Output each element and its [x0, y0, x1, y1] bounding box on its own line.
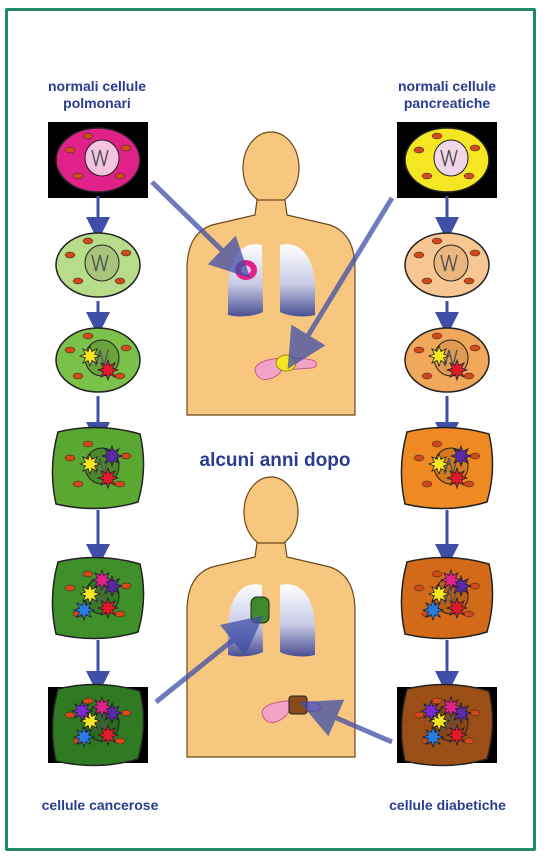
lung-cell-mutation-star: [92, 570, 112, 590]
lung-cell-organelle: [73, 278, 83, 284]
lung-cell-4: [52, 427, 143, 508]
pancreas-cell-6: [397, 684, 497, 765]
lung-cell-organelle: [115, 373, 125, 379]
pancreas-cell-mutation-star: [429, 584, 449, 604]
pancreas-cell-organelle: [414, 347, 424, 353]
pancreas-cell-organelle: [414, 147, 424, 153]
lung-cell-organelle: [65, 712, 75, 718]
lung-cell-organelle: [83, 698, 93, 704]
lung-cell-organelle: [115, 481, 125, 487]
pancreas-cell-mutation-star: [447, 468, 467, 488]
pancreas-cell-mutation-star: [447, 360, 467, 380]
lung-cell-mutation-star: [98, 468, 118, 488]
pancreas-cell-organelle: [432, 133, 442, 139]
pancreas-cell-mutation-star: [429, 454, 449, 474]
lung-cell-organelle: [121, 345, 131, 351]
lung-cell-mutation-star: [102, 446, 122, 466]
lung-cell-2: [56, 233, 140, 297]
lung-cell-organelle: [73, 481, 83, 487]
lung-cell-organelle: [83, 133, 93, 139]
pancreas-cell-mutation-star: [451, 446, 471, 466]
pancreas-cell-mutation-star: [441, 697, 461, 717]
pancreas-cell-organelle: [414, 455, 424, 461]
pancreas-cell-organelle: [414, 252, 424, 258]
lung-cell-organelle: [65, 585, 75, 591]
pancreas-cell-2: [405, 233, 489, 297]
lung-cell-organelle: [115, 611, 125, 617]
lung-cell-organelle: [83, 333, 93, 339]
lower-lung-cell-marker: [251, 597, 269, 623]
pancreas-cell-organelle: [432, 571, 442, 577]
lung-cell-mutation-star: [98, 598, 118, 618]
lung-cell-1: [48, 122, 148, 198]
pancreas-cell-organelle: [470, 145, 480, 151]
pancreas-cell-organelle: [432, 333, 442, 339]
pancreas-cell-5: [401, 557, 492, 638]
lung-cell-mutation-star: [74, 600, 94, 620]
pancreas-cell-organelle: [422, 373, 432, 379]
pancreas-cell-organelle: [464, 738, 474, 744]
lung-cell-mutation-star: [98, 725, 118, 745]
pancreas-cell-mutation-star: [447, 598, 467, 618]
lung-cell-organelle: [73, 373, 83, 379]
pancreas-cell-organelle: [464, 373, 474, 379]
lung-cell-organelle: [83, 238, 93, 244]
pancreas-cell-mutation-star: [429, 346, 449, 366]
pancreas-cell-organelle: [432, 698, 442, 704]
lung-cell-organelle: [65, 347, 75, 353]
lung-cell-6: [48, 684, 148, 765]
lung-cell-3: [56, 328, 140, 392]
pancreas-cell-organelle: [422, 278, 432, 284]
lung-cell-organelle: [83, 441, 93, 447]
lung-cell-organelle: [65, 252, 75, 258]
pancreas-cell-mutation-star: [441, 570, 461, 590]
pancreas-cell-mutation-star: [423, 727, 443, 747]
pancreas-cell-organelle: [470, 250, 480, 256]
pancreas-cell-organelle: [432, 441, 442, 447]
lung-cell-organelle: [73, 173, 83, 179]
lung-cell-column: [48, 122, 148, 766]
pancreas-cell-4: [401, 427, 492, 508]
pancreas-cell-3: [405, 328, 489, 392]
lung-cell-organelle: [115, 738, 125, 744]
pancreas-cell-organelle: [432, 238, 442, 244]
pancreas-cell-organelle: [470, 345, 480, 351]
pancreas-cell-mutation-star: [423, 600, 443, 620]
pancreas-cell-organelle: [464, 481, 474, 487]
lung-cell-organelle: [115, 278, 125, 284]
lung-cell-organelle: [115, 173, 125, 179]
lung-cell-5: [52, 557, 143, 638]
pancreas-cell-organelle: [464, 173, 474, 179]
lung-cell-mutation-star: [80, 454, 100, 474]
lung-cell-organelle: [83, 571, 93, 577]
pancreas-cell-organelle: [464, 611, 474, 617]
lung-cell-mutation-star: [80, 346, 100, 366]
pancreas-cell-organelle: [414, 712, 424, 718]
pancreas-cell-organelle: [422, 173, 432, 179]
lung-cell-organelle: [121, 145, 131, 151]
lung-cell-mutation-star: [80, 584, 100, 604]
pancreas-cell-mutation-star: [421, 701, 441, 721]
lung-cell-mutation-star: [74, 727, 94, 747]
pancreas-cell-organelle: [422, 481, 432, 487]
lung-cell-mutation-star: [98, 360, 118, 380]
pancreas-cell-column: [397, 122, 497, 766]
pancreas-cell-organelle: [464, 278, 474, 284]
lung-cell-organelle: [65, 455, 75, 461]
lung-cell-organelle: [121, 250, 131, 256]
pancreas-cell-1: [397, 122, 497, 198]
lung-cell-mutation-star: [72, 701, 92, 721]
lung-cell-organelle: [65, 147, 75, 153]
lung-cell-mutation-star: [92, 697, 112, 717]
pancreas-cell-organelle: [414, 585, 424, 591]
pancreas-cell-mutation-star: [447, 725, 467, 745]
